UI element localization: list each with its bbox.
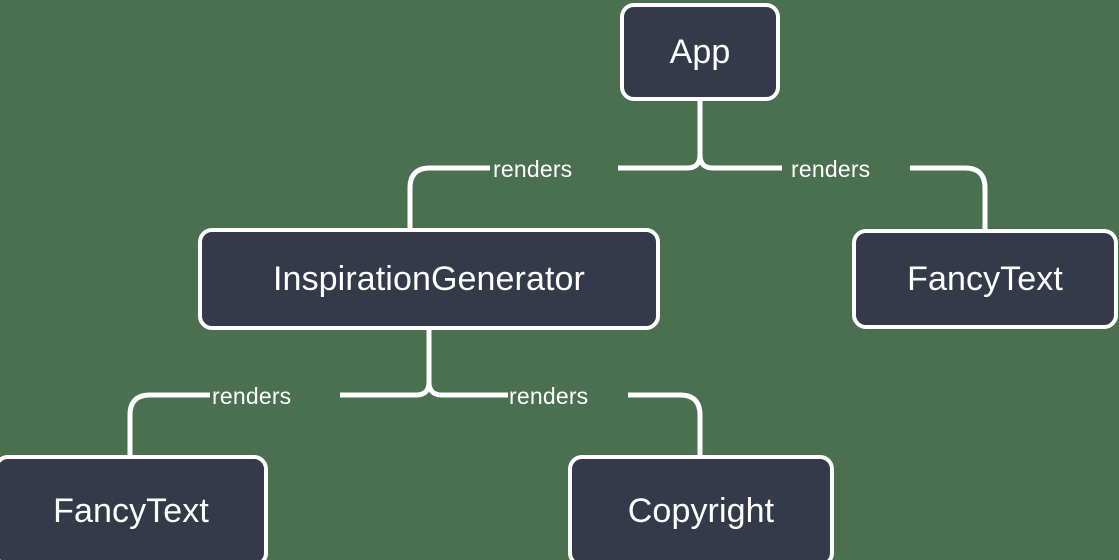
- edge-app-to-inspiration: [407, 165, 490, 228]
- edge-label-inspiration-generator-to-copyright: renders: [509, 383, 589, 409]
- node-fancytext-left[interactable]: FancyText: [0, 455, 268, 560]
- edge-label-app-to-inspiration-generator: renders: [493, 156, 573, 182]
- node-inspiration-generator[interactable]: InspirationGenerator: [198, 228, 660, 330]
- edge-label-app-to-fancytext-right: renders: [791, 156, 871, 182]
- edge-inspiration-to-fancytext-left: [127, 392, 210, 455]
- edge-app-fork-left: [618, 154, 703, 171]
- node-fancytext-right-label: FancyText: [907, 259, 1063, 298]
- node-copyright-label: Copyright: [627, 491, 775, 530]
- edge-inspiration-fork-left: [340, 381, 432, 398]
- edge-inspiration-to-copyright: [628, 392, 703, 455]
- node-fancytext-left-label: FancyText: [53, 491, 209, 530]
- node-app-label: App: [669, 32, 731, 71]
- edge-app-fork-right: [697, 154, 782, 171]
- edge-label-inspiration-generator-to-fancytext-left: renders: [212, 383, 292, 409]
- node-fancytext-right[interactable]: FancyText: [852, 229, 1118, 329]
- edge-app-to-fancytext-right: [910, 165, 988, 229]
- node-app[interactable]: App: [620, 3, 780, 101]
- node-inspiration-generator-label: InspirationGenerator: [273, 259, 585, 298]
- edge-inspiration-fork-right: [426, 381, 508, 398]
- node-copyright[interactable]: Copyright: [568, 455, 834, 560]
